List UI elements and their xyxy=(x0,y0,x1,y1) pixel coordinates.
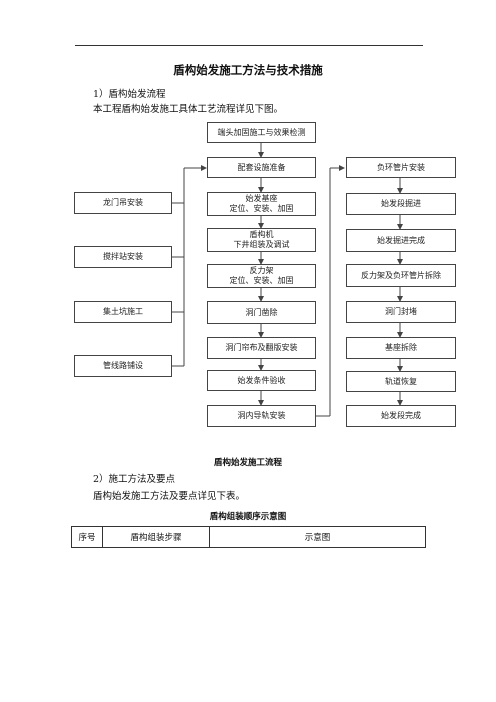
flow-step-launch-complete: 始发段完成 xyxy=(346,405,456,427)
flow-prep-pipeline: 管线路铺设 xyxy=(74,355,172,377)
flow-step-tbm-assembly: 盾构机 下井组装及调试 xyxy=(207,228,316,252)
flow-step-track-restore: 轨道恢复 xyxy=(346,371,456,392)
header-rule xyxy=(75,45,423,46)
figure-caption: 盾构始发施工流程 xyxy=(213,458,282,468)
flow-step-portal-plugging: 洞门封堵 xyxy=(346,301,456,323)
section1-text: 本工程盾构始发施工具体工艺流程详见下图。 xyxy=(93,104,284,115)
col-header-step: 盾构组装步骤 xyxy=(102,526,210,548)
flow-step-reaction-frame: 反力架 定位、安装、加固 xyxy=(207,264,316,288)
page-title: 盾构始发施工方法与技术措施 xyxy=(173,63,323,77)
flow-step-facility-prep: 配套设施准备 xyxy=(207,157,316,178)
table-header-row: 序号 盾构组装步骤 示意图 xyxy=(71,526,426,548)
flow-step-acceptance: 始发条件验收 xyxy=(207,370,316,391)
flow-step-base-install: 始发基座 定位、安装、加固 xyxy=(207,192,316,216)
flow-step-negative-ring: 负环管片安装 xyxy=(346,157,456,178)
flow-step-portal-seal: 洞门帘布及翻版安装 xyxy=(207,337,316,359)
col-header-diagram: 示意图 xyxy=(209,526,426,548)
flow-prep-soil-pit: 集土坑施工 xyxy=(74,301,172,323)
flow-prep-gantry-crane: 龙门吊安装 xyxy=(74,192,172,214)
section2-heading: 2）施工方法及要点 xyxy=(93,474,176,485)
table-caption: 盾构组装顺序示意图 xyxy=(209,512,287,522)
flow-step-guide-rail: 洞内导轨安装 xyxy=(207,405,316,427)
flow-step-frame-removal: 反力架及负环管片拆除 xyxy=(346,264,456,287)
flow-step-base-removal: 基座拆除 xyxy=(346,337,456,359)
flow-step-launch-excavation: 始发段掘进 xyxy=(346,193,456,215)
section1-heading: 1）盾构始发流程 xyxy=(93,89,166,100)
flow-step-end-reinforcement: 端头加固施工与效果检测 xyxy=(207,122,316,143)
col-header-index: 序号 xyxy=(71,526,103,548)
assembly-table: 序号 盾构组装步骤 示意图 xyxy=(71,526,426,548)
flow-prep-mixing-station: 搅拌站安装 xyxy=(74,246,172,268)
flow-step-excavation-done: 始发掘进完成 xyxy=(346,229,456,252)
flow-step-portal-breaking: 洞门凿除 xyxy=(207,301,316,324)
section2-text: 盾构始发施工方法及要点详见下表。 xyxy=(93,491,246,502)
